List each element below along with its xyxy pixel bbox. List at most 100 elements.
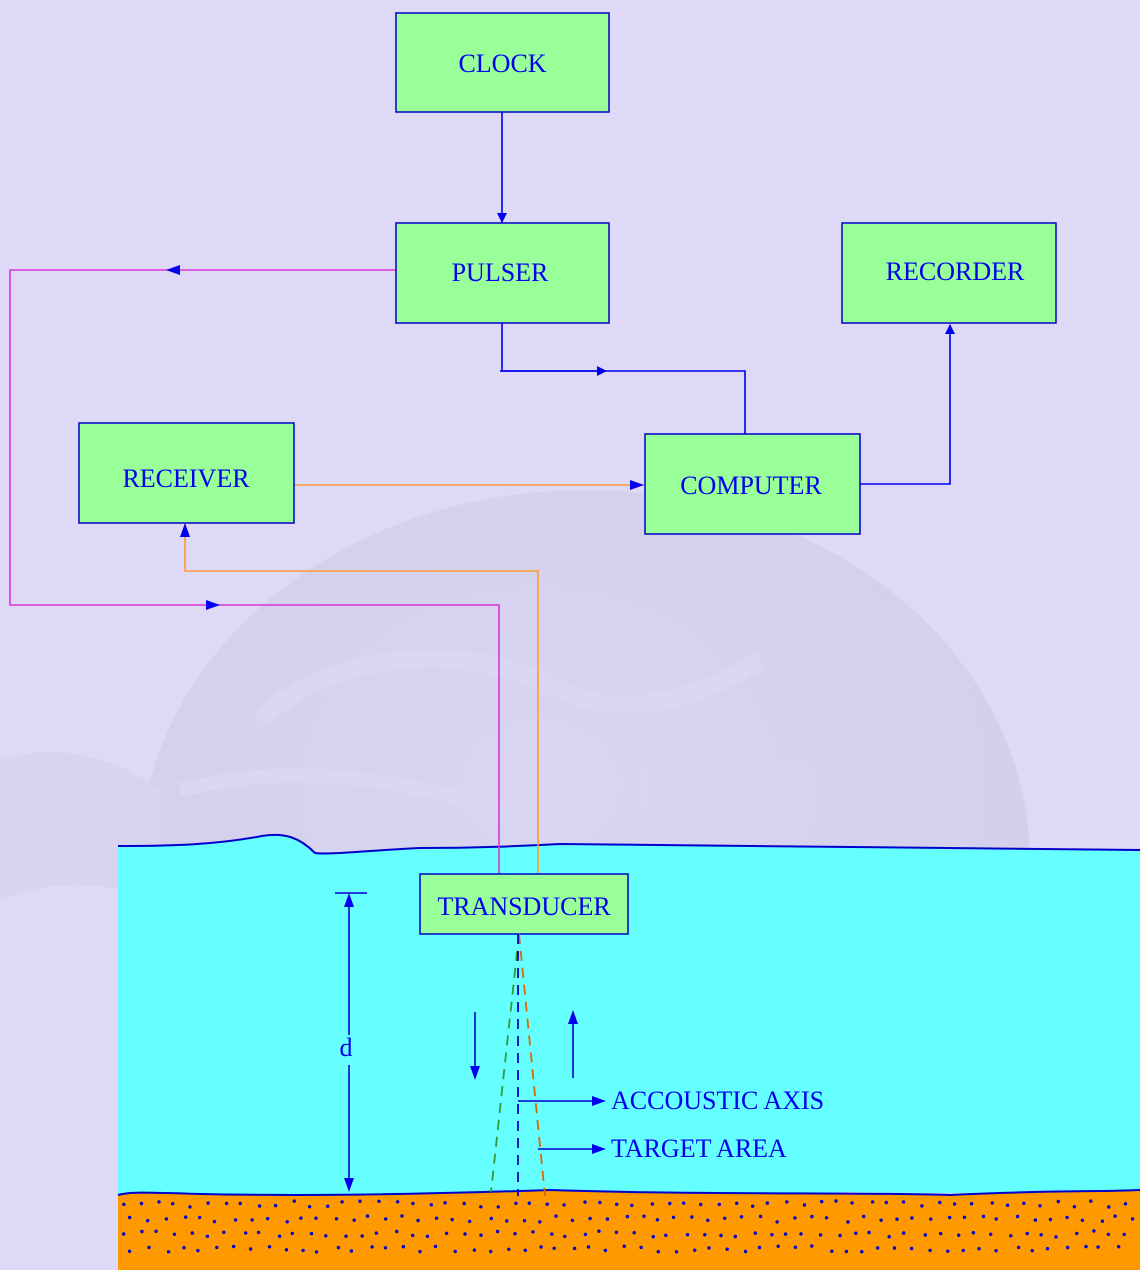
sediment-dot	[588, 1216, 592, 1221]
block-recorder-label: RECORDER	[886, 257, 1025, 286]
sediment-dot	[433, 1244, 438, 1249]
sediment-dot	[948, 1215, 952, 1220]
sediment-dot	[139, 1201, 144, 1206]
sediment-dot	[895, 1217, 899, 1221]
sediment-dot	[257, 1204, 262, 1208]
sediment-dot	[1075, 1231, 1079, 1236]
sediment-dot	[664, 1233, 668, 1238]
sediment-dot	[1038, 1204, 1042, 1208]
sediment-dot	[614, 1230, 619, 1235]
sediment-dot	[844, 1249, 849, 1254]
sediment-dot	[876, 1246, 880, 1250]
sediment-dot	[314, 1250, 319, 1254]
sediment-dot	[374, 1231, 379, 1235]
sediment-dot	[1092, 1229, 1096, 1233]
sediment-dot	[1025, 1231, 1029, 1236]
sediment-dot	[205, 1234, 210, 1239]
sediment-dot	[1039, 1233, 1043, 1237]
sediment-dot	[962, 1215, 967, 1220]
sediment-dot	[928, 1248, 932, 1253]
sediment-dot	[462, 1201, 466, 1206]
sediment-dot	[625, 1214, 630, 1219]
sediment-dot	[401, 1245, 406, 1249]
sediment-dot	[171, 1202, 175, 1206]
sediment-dot	[1065, 1215, 1069, 1220]
beam-right-edge	[518, 933, 546, 1197]
sediment-dot	[1072, 1205, 1077, 1209]
sediment-dot	[383, 1246, 388, 1250]
block-pulser-label: PULSER	[452, 258, 549, 287]
sediment-dot	[198, 1215, 202, 1220]
echo-arrowhead-up	[180, 523, 190, 537]
sediment-dot	[961, 1248, 965, 1253]
depth-label: d	[340, 1033, 353, 1062]
sediment-dot	[1016, 1245, 1021, 1250]
sediment-dot	[299, 1216, 303, 1220]
sediment-dot	[1015, 1214, 1020, 1219]
sediment-dot	[1048, 1217, 1053, 1222]
sediment-dot	[527, 1201, 531, 1205]
sediment-dot	[562, 1203, 566, 1207]
block-clock: CLOCK	[395, 12, 610, 113]
sediment-dot	[783, 1232, 788, 1236]
sediment-dot	[887, 1235, 891, 1239]
sediment-dot	[605, 1217, 610, 1221]
sediment-dot	[719, 1233, 723, 1238]
sediment-dot	[284, 1248, 289, 1252]
sediment-dot	[884, 1200, 888, 1205]
pulse-arrowhead-right	[206, 600, 220, 610]
sediment-dot	[250, 1218, 254, 1222]
sediment-dot	[765, 1201, 769, 1205]
sediment-dot	[583, 1200, 587, 1204]
sediment-dot	[285, 1220, 289, 1224]
sediment-dot	[495, 1229, 500, 1234]
sediment-dot	[418, 1249, 422, 1254]
sediment-dot	[938, 1200, 942, 1205]
sediment-dot	[570, 1218, 575, 1223]
sediment-dot	[147, 1245, 151, 1250]
sediment-dot	[957, 1233, 961, 1237]
sediment-dot	[224, 1201, 229, 1206]
sediment-dot	[292, 1199, 296, 1203]
sediment-dot	[365, 1214, 370, 1218]
sediment-dot	[539, 1245, 543, 1249]
sediment-dot	[735, 1201, 739, 1206]
sediment-dot	[810, 1244, 814, 1248]
sediment-dot	[1122, 1232, 1126, 1237]
sediment-dot	[642, 1214, 646, 1218]
sediment-dot	[411, 1201, 415, 1206]
sediment-dot	[1084, 1244, 1088, 1249]
sediment-dot	[444, 1231, 449, 1236]
sediment-dot	[188, 1205, 192, 1209]
sediment-dot	[377, 1199, 381, 1204]
block-clock-label: CLOCK	[458, 49, 546, 78]
sediment-dot	[434, 1216, 439, 1220]
sediment-dot	[910, 1216, 914, 1220]
sediment-dot	[400, 1214, 404, 1218]
sediment-dot	[166, 1250, 171, 1254]
sediment-dot	[563, 1234, 567, 1239]
sediment-dot	[122, 1232, 126, 1236]
target-area-label: TARGET AREA	[611, 1134, 787, 1163]
sediment-dot	[723, 1216, 727, 1221]
sediment-dot	[867, 1230, 871, 1235]
sediment-dot	[472, 1248, 477, 1252]
sediment-dot	[603, 1248, 608, 1253]
sediment-dot	[244, 1231, 248, 1235]
sediment-dot	[479, 1205, 483, 1209]
sediment-dot	[164, 1217, 169, 1221]
sediment-dot	[757, 1245, 762, 1250]
sediment-dot	[443, 1201, 447, 1205]
acoustic-axis-callout: ACCOUSTIC AXIS	[518, 1086, 824, 1115]
sediment-dot	[450, 1217, 454, 1222]
sediment-dot	[793, 1245, 798, 1250]
sediment-dot	[820, 1199, 824, 1204]
sediment-dot	[703, 1233, 707, 1237]
sediment-dot	[429, 1203, 433, 1207]
sediment-dot	[969, 1202, 974, 1206]
sediment-dot	[256, 1230, 261, 1235]
sediment-dot	[1113, 1214, 1117, 1218]
sediment-dot	[751, 1204, 755, 1208]
